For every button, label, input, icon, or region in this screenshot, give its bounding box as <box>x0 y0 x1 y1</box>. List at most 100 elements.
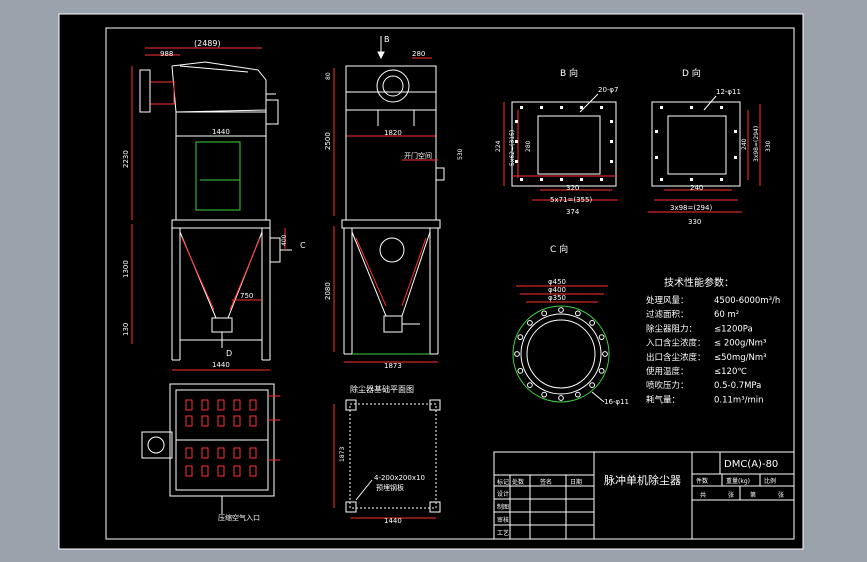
dim-1440-upper: 1440 <box>212 128 230 136</box>
spec-value-4: ≤50mg/Nm³ <box>714 353 767 363</box>
d-dim-3x98: 3x98=(294) <box>670 204 712 212</box>
drawing-sheet <box>58 13 804 550</box>
spec-label-2: 除尘器阻力： <box>646 323 697 334</box>
tb-sheet-no-suffix: 张 <box>778 491 784 499</box>
d-view-holes <box>655 106 737 181</box>
base-plan-labels: 除尘器基础平面图 1873 4-200x200x10 预埋钢板 1440 <box>339 384 425 525</box>
tb-sheet-of: 张 <box>728 491 734 499</box>
d-view-title: D 向 <box>682 67 701 79</box>
front-view <box>131 47 292 371</box>
spec-value-6: 0.5-0.7MPa <box>714 381 761 391</box>
bolt-hole <box>541 310 548 317</box>
tb-col-0: 处数 <box>512 478 524 486</box>
filter-bag <box>217 465 225 477</box>
filter-bag <box>185 465 193 477</box>
filter-bag <box>201 399 209 411</box>
d-dim-240-b: 240 <box>690 184 703 192</box>
dim-1820: 1820 <box>384 129 402 137</box>
base-plan <box>333 399 441 519</box>
drawing-name: 脉冲单机除尘器 <box>604 473 681 487</box>
filter-bag <box>185 415 193 427</box>
spec-label-0: 处理风量： <box>646 295 689 306</box>
door-space-label: 开门空间 <box>404 151 432 160</box>
dim-1873-side: 1873 <box>384 362 402 370</box>
bolt-hole <box>526 382 533 389</box>
spec-value-1: 60 m² <box>714 310 739 320</box>
filter-bag <box>233 399 241 411</box>
bolt-hole <box>517 367 524 374</box>
bolt-hole <box>558 307 564 313</box>
drawing-border <box>105 27 795 540</box>
b-dim-374: 374 <box>566 208 580 216</box>
tb-row-3: 审核 <box>497 516 509 524</box>
tb-right-col-1: 重量(kg) <box>726 477 750 485</box>
d-dim-330: 330 <box>688 218 701 226</box>
bolt-hole <box>558 395 564 401</box>
filter-bag <box>249 465 257 477</box>
d-view-hole-spec: 12-φ11 <box>716 88 741 96</box>
side-view <box>333 36 445 363</box>
tb-sheet-no: 第 <box>750 491 756 499</box>
spec-value-3: ≤ 200g/Nm³ <box>714 339 766 349</box>
dim-2080: 2080 <box>324 282 332 300</box>
dim-2230: 2230 <box>122 150 130 168</box>
d-dim-240: 240 <box>741 138 748 150</box>
c-dim-400: φ400 <box>548 286 566 294</box>
top-view <box>141 383 280 514</box>
filter-bag <box>217 415 225 427</box>
spec-label-5: 使用温度： <box>646 366 689 377</box>
base-plate-note: 预埋钢板 <box>376 483 404 492</box>
top-view-filter-bags <box>185 399 257 477</box>
c-view <box>512 285 610 403</box>
bolt-hole <box>514 351 520 357</box>
compressed-air-inlet-label: 压缩空气入口 <box>218 513 260 522</box>
bolt-hole <box>602 351 608 357</box>
title-block <box>493 451 795 540</box>
filter-bag <box>233 465 241 477</box>
c-dim-350: φ350 <box>548 294 566 302</box>
dim-130: 130 <box>122 323 130 336</box>
spec-value-2: ≤1200Pa <box>714 324 753 334</box>
bolt-hole <box>574 310 581 317</box>
dim-750: 750 <box>240 292 253 300</box>
bolt-hole <box>598 367 605 374</box>
filter-bag <box>217 399 225 411</box>
d-view-labels: D 向 12-φ11 240 3x98=(294) 330 240 3x98=(… <box>670 67 772 226</box>
filter-bag <box>249 399 257 411</box>
dim-400: 400 <box>281 234 288 246</box>
tb-row-4: 工艺 <box>497 529 509 537</box>
dim-1440-bottom: 1440 <box>212 361 230 369</box>
filter-bag <box>185 447 193 459</box>
b-dim-320: 320 <box>566 184 579 192</box>
b-dim-224: 224 <box>495 140 502 152</box>
tb-col-2: 日期 <box>570 478 582 486</box>
b-view-title: B 向 <box>560 67 578 79</box>
bolt-hole <box>589 382 596 389</box>
filter-bag <box>201 447 209 459</box>
arrow-b-label: B <box>384 35 390 44</box>
filter-bag <box>201 465 209 477</box>
spec-value-5: ≤120℃ <box>714 367 747 377</box>
bolt-hole <box>598 334 605 341</box>
arrow-c-label: C <box>300 241 306 250</box>
d-view <box>648 95 761 213</box>
c-view-labels: C 向 φ450 φ400 φ350 16-φ11 <box>548 243 629 406</box>
base-dim-1440: 1440 <box>384 517 402 525</box>
filter-bag <box>185 399 193 411</box>
tb-row-2: 制图 <box>497 503 509 511</box>
title-block-labels: 脉冲单机除尘器 DMC(A)-80 标记 设计 制图 审核 工艺 处数 签名 日… <box>497 459 784 537</box>
top-view-labels: 压缩空气入口 <box>218 513 260 522</box>
base-dim-1873: 1873 <box>339 447 346 462</box>
tb-right-col-0: 件数 <box>696 477 708 485</box>
c-view-hole-spec: 16-φ11 <box>604 398 629 406</box>
filter-bag <box>233 447 241 459</box>
tb-row-0: 标记 <box>497 478 509 486</box>
filter-bag <box>233 415 241 427</box>
b-view-holes <box>515 106 613 181</box>
filter-bag <box>249 415 257 427</box>
d-dim-3x98-v: 3x98=(294) <box>753 126 760 162</box>
filter-bag <box>201 415 209 427</box>
